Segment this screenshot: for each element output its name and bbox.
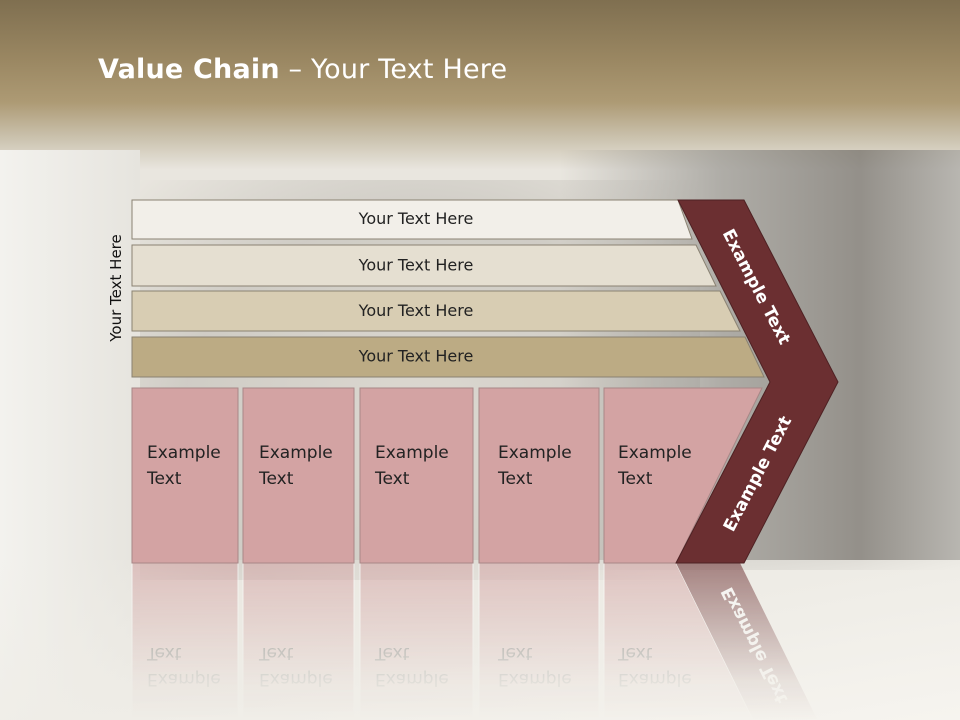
bar-2-label: Your Text Here <box>358 256 474 275</box>
box-5-label-line2: Text <box>617 469 653 489</box>
reflected-box-label: Example <box>147 669 221 689</box>
bar-4 <box>131 336 765 378</box>
bar-3 <box>131 290 741 332</box>
bar-4-label: Your Text Here <box>358 347 474 366</box>
box-3 <box>359 387 474 564</box>
box-4-label-line1: Example <box>498 443 572 463</box>
bar-2 <box>131 244 717 287</box>
bar-3-label: Your Text Here <box>358 301 474 320</box>
chevron-shape <box>675 199 839 564</box>
reflected-box-label: Text <box>258 643 294 663</box>
box-2-label-line1: Example <box>259 443 333 463</box>
reflected-box-label: Text <box>146 643 182 663</box>
title-rest-part: – Your Text Here <box>279 54 508 85</box>
reflected-box-label: Text <box>497 643 533 663</box>
box-1-label-line1: Example <box>147 443 221 463</box>
bar-1 <box>131 199 693 240</box>
reflected-box <box>359 562 474 720</box>
reflected-box-label: Example <box>618 669 692 689</box>
box-1-label-line2: Text <box>146 469 182 489</box>
reflected-box-label: Text <box>617 643 653 663</box>
title-bold-part: Value Chain <box>98 54 280 85</box>
background-top-band <box>0 0 960 170</box>
box-4 <box>478 387 600 564</box>
box-1 <box>131 387 239 564</box>
bar-stack: Your Text Here Your Text Here Your Text … <box>131 199 765 378</box>
box-4-label-line2: Text <box>497 469 533 489</box>
chevron-arrow: Example Text Example Text <box>675 199 839 564</box>
slide-title: Value Chain – Your Text Here <box>98 54 507 85</box>
box-2 <box>242 387 355 564</box>
reflected-box <box>131 562 239 720</box>
box-5-label-line1: Example <box>618 443 692 463</box>
box-3-label-line2: Text <box>374 469 410 489</box>
box-row: Example Text Example Text Example Text E… <box>131 387 763 564</box>
reflected-box <box>242 562 355 720</box>
box-2-label-line2: Text <box>258 469 294 489</box>
diagram-reflection: Text Example Text Example Text Example T… <box>131 562 818 720</box>
reflected-arrow <box>676 563 818 720</box>
bar-1-label: Your Text Here <box>358 209 474 228</box>
reflected-box <box>478 562 600 720</box>
reflected-box-label: Example <box>498 669 572 689</box>
box-3-label-line1: Example <box>375 443 449 463</box>
reflected-box-label: Example <box>259 669 333 689</box>
reflected-box-label: Text <box>374 643 410 663</box>
reflected-box-label: Example <box>375 669 449 689</box>
